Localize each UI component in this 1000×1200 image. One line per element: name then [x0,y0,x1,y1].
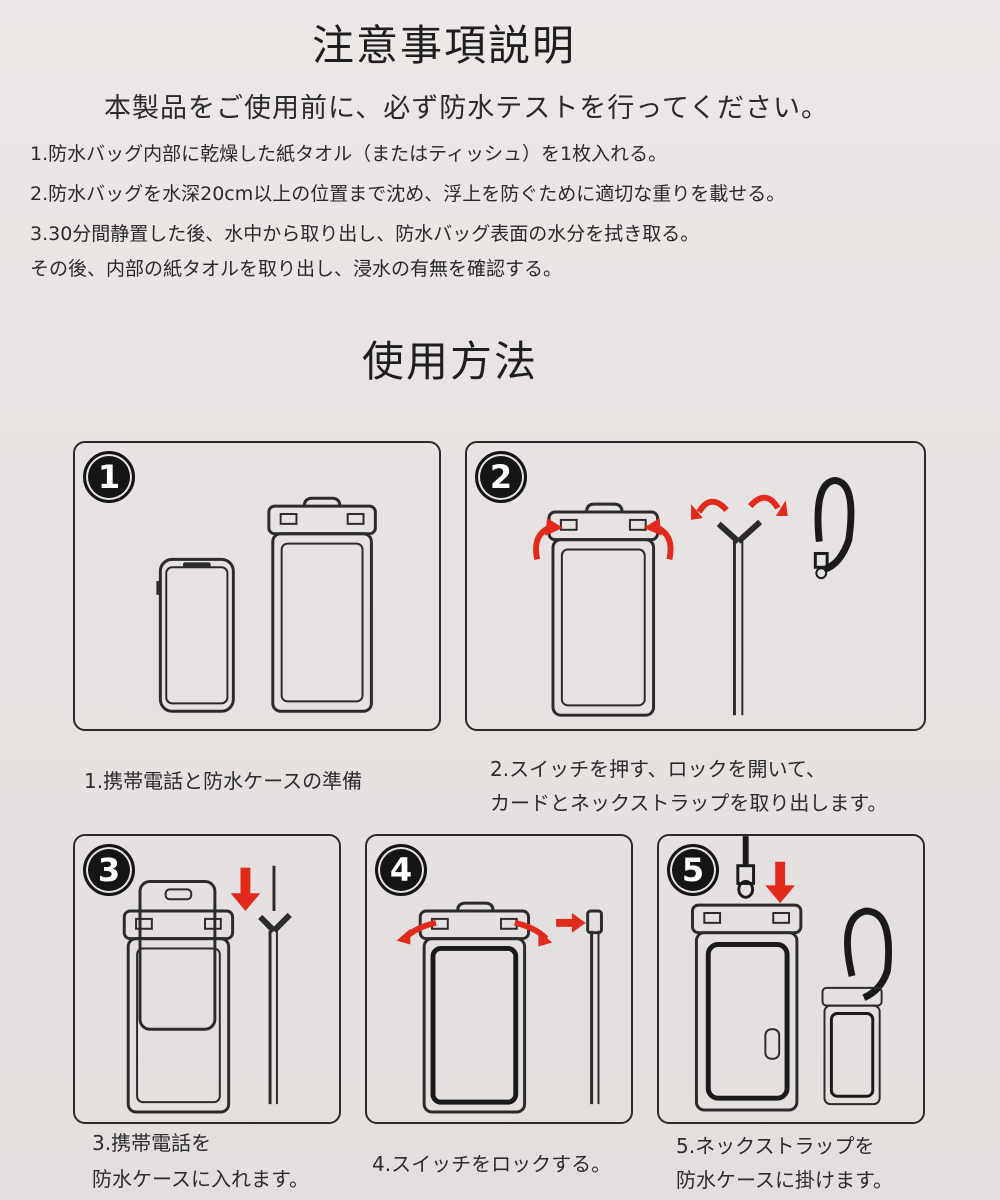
lanyard-cord-icon [586,909,603,1105]
step-number-3-badge: 3 [83,844,135,896]
step-number-4-badge: 4 [375,844,427,896]
rotate-right-arrow-icon [748,494,781,510]
waterproof-case-icon [122,909,235,1114]
down-arrow-icon [240,867,251,896]
step-1-illustration [156,496,377,713]
step-4-illustration [396,901,603,1114]
step-1-caption: 1.携帯電話と防水ケースの準備 [84,769,363,793]
step-2-caption-line-2: カードとネックストラップを取り出します。 [490,791,888,815]
notice-step-1: 1.防水バッグ内部に乾燥した紙タオル（またはティッシュ）を1枚入れる。 [30,143,668,165]
step-2-caption-line-1: 2.スイッチを押す、ロックを開いて、 [490,757,826,781]
waterproof-case-icon [267,496,377,713]
down-arrow-icon [775,861,786,888]
waterproof-case-icon [418,901,531,1114]
waterproof-case-icon [547,502,660,717]
step-3-caption-line-2: 防水ケースに入れます。 [92,1167,309,1191]
step-4-panel: 4 [365,834,633,1124]
lanyard-hook-icon [736,836,756,899]
lanyard-cord-icon [716,519,763,716]
right-arrow-icon [556,918,574,927]
step-2-panel: 2 [465,441,926,731]
step-1-panel: 1 [73,441,441,731]
step-number-2-badge: 2 [475,451,527,503]
small-case-with-strap-icon [821,907,892,1106]
notice-step-2: 2.防水バッグを水深20cm以上の位置まで沈め、浮上を防ぐために適切な重りを載せ… [30,183,786,205]
step-4-caption: 4.スイッチをロックする。 [372,1152,612,1176]
step-number-5-badge: 5 [667,844,719,896]
step-5-panel: 5 [657,834,925,1124]
step-5-caption-line-1: 5.ネックストラップを [676,1134,875,1158]
lanyard-cord-icon [258,865,292,1105]
step-3-caption-line-1: 3.携帯電話を [92,1131,212,1155]
neck-strap-icon [813,477,855,580]
step-5-caption-line-2: 防水ケースに掛けます。 [676,1168,893,1192]
waterproof-case-icon [691,903,803,1112]
step-5-illustration [691,836,892,1112]
usage-title: 使用方法 [362,337,539,386]
step-3-panel: 3 [73,834,341,1124]
notice-title: 注意事項説明 [312,21,577,70]
phone-icon [138,880,217,1031]
notice-step-3: 3.30分間静置した後、水中から取り出し、防水バッグ表面の水分を拭き取る。 [30,223,700,245]
step-2-illustration [533,477,855,717]
step-3-illustration [122,865,292,1114]
notice-intro: 本製品をご使用前に、必ず防水テストを行ってください。 [104,93,830,124]
notice-step-4: その後、内部の紙タオルを取り出し、浸水の有無を確認する。 [30,258,563,280]
rotate-left-arrow-icon [696,498,729,514]
phone-icon [158,557,235,713]
step-number-1-badge: 1 [83,451,135,503]
